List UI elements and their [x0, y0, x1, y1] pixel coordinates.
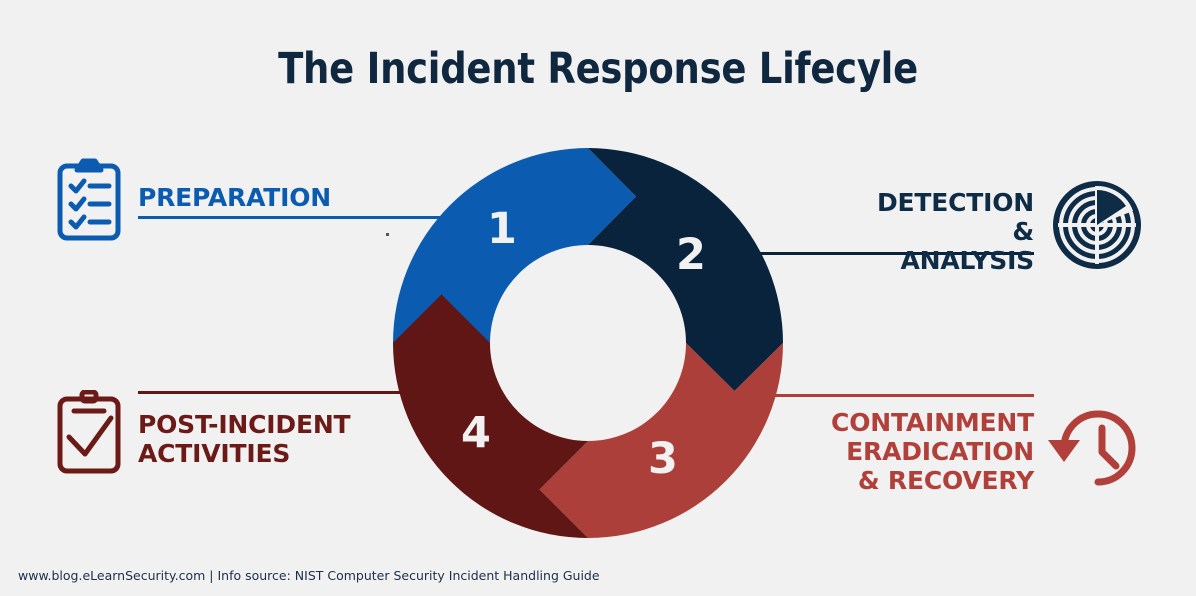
segment-number-2: 2 — [676, 230, 706, 280]
incident-response-donut-chart — [393, 148, 783, 538]
radar-icon — [1053, 181, 1141, 269]
segment-number-1: 1 — [487, 204, 517, 254]
donut-segment-preparation[interactable] — [393, 148, 636, 343]
stage-label-post-incident: POST-INCIDENT ACTIVITIES — [138, 410, 351, 468]
stage-label-detection: DETECTION & ANALYSIS — [876, 188, 1034, 275]
stage-label-containment: CONTAINMENT ERADICATION & RECOVERY — [831, 408, 1034, 495]
clipboard-checklist-icon — [57, 158, 121, 241]
stage-label-preparation: PREPARATION — [138, 183, 332, 212]
clipboard-check-icon — [57, 390, 121, 474]
donut-segment-containment[interactable] — [539, 343, 784, 538]
page-title: The Incident Response Lifecyle — [278, 44, 918, 94]
donut-segment-post-incident[interactable] — [393, 294, 588, 539]
segment-number-4: 4 — [461, 408, 491, 458]
connector-line-post-incident — [138, 391, 406, 394]
donut-segment-detection[interactable] — [588, 148, 783, 391]
clock-rewind-icon — [1048, 410, 1136, 486]
stray-dot-artifact — [386, 233, 389, 236]
footer-source-text: www.blog.eLearnSecurity.com | Info sourc… — [18, 568, 600, 583]
segment-number-3: 3 — [648, 434, 678, 484]
connector-line-containment — [765, 394, 1034, 397]
donut-chevron-notch-left — [393, 294, 490, 343]
connector-line-preparation — [138, 216, 453, 219]
connector-line-detection — [750, 252, 1034, 255]
